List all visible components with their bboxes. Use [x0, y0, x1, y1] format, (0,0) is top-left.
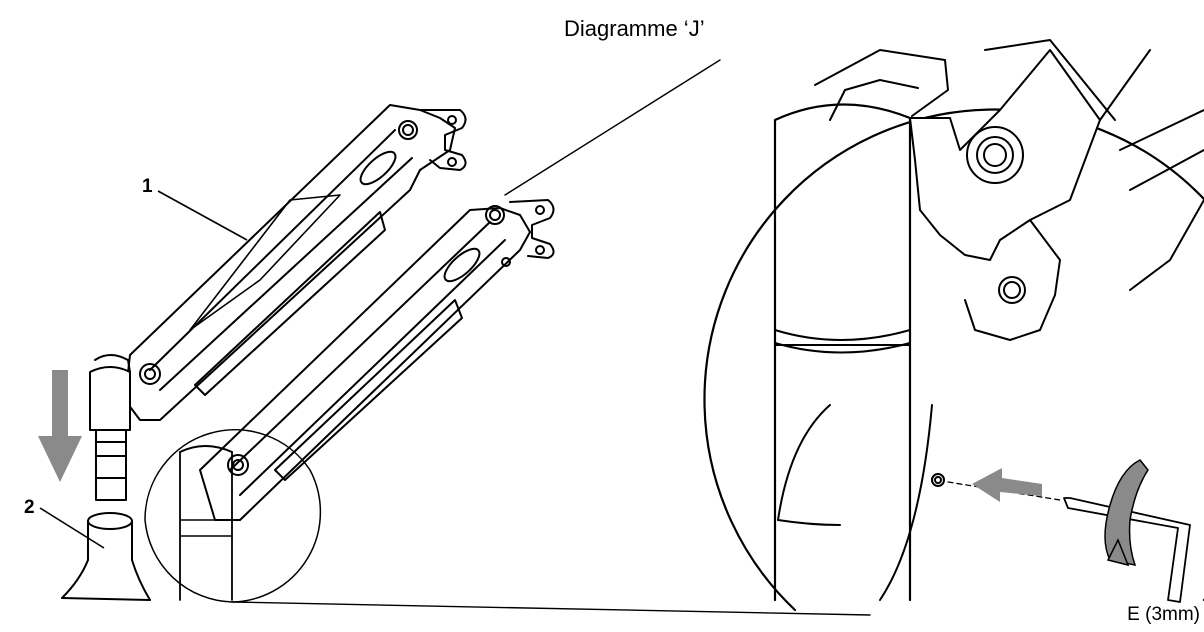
callout-1-label: 1	[142, 176, 153, 197]
callout-2-label: 2	[24, 497, 35, 518]
detail-inset-small	[144, 429, 322, 603]
hex-key-icon	[1063, 497, 1191, 603]
tool-size-label: E (3mm)	[1127, 604, 1200, 625]
detail-inset-large	[703, 39, 1204, 612]
down-arrow-icon	[38, 370, 82, 482]
arm-assembly	[89, 104, 555, 521]
zoom-connector	[231, 59, 871, 616]
insert-arrow-icon	[972, 468, 1042, 502]
post-base	[61, 512, 151, 601]
rotate-arrow-icon	[1104, 459, 1149, 567]
callout-leaders	[39, 190, 248, 549]
diagram-title: Diagramme ‘J’	[564, 16, 705, 41]
